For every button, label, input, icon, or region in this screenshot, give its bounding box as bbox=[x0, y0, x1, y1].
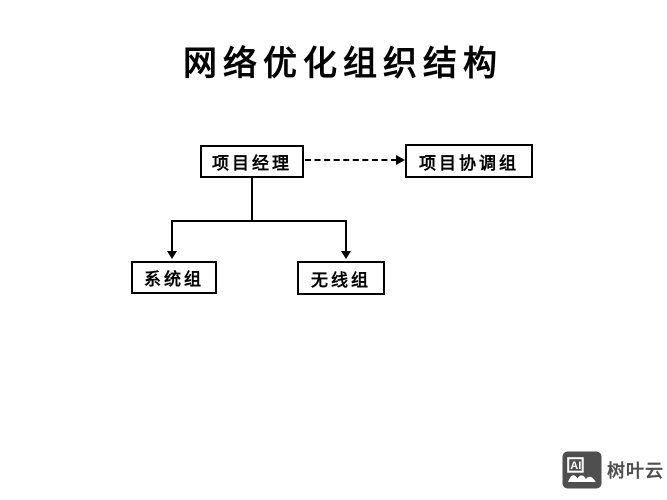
watermark-logo: AI 树叶云 bbox=[562, 451, 664, 489]
connector-dashed-pm-to-coordination bbox=[305, 159, 397, 161]
diagram-title: 网络优化组织结构 bbox=[183, 45, 503, 83]
node-wireless-group: 无线组 bbox=[297, 261, 385, 295]
node-coordination-group: 项目协调组 bbox=[405, 144, 533, 178]
arrowhead-down-icon bbox=[167, 251, 177, 259]
connector-pm-stem bbox=[251, 178, 253, 222]
connector-drop-to-wireless-group bbox=[345, 220, 347, 253]
arrowhead-down-icon bbox=[341, 251, 351, 259]
connector-drop-to-system-group bbox=[171, 220, 173, 253]
svg-text:AI: AI bbox=[570, 460, 581, 472]
arrowhead-right-icon bbox=[396, 155, 405, 165]
ai-picture-icon: AI bbox=[562, 451, 602, 489]
node-system-group: 系统组 bbox=[131, 261, 217, 294]
connector-branch-horizontal bbox=[171, 220, 347, 222]
node-project-manager: 项目经理 bbox=[200, 145, 304, 178]
watermark-text: 树叶云 bbox=[607, 461, 664, 481]
